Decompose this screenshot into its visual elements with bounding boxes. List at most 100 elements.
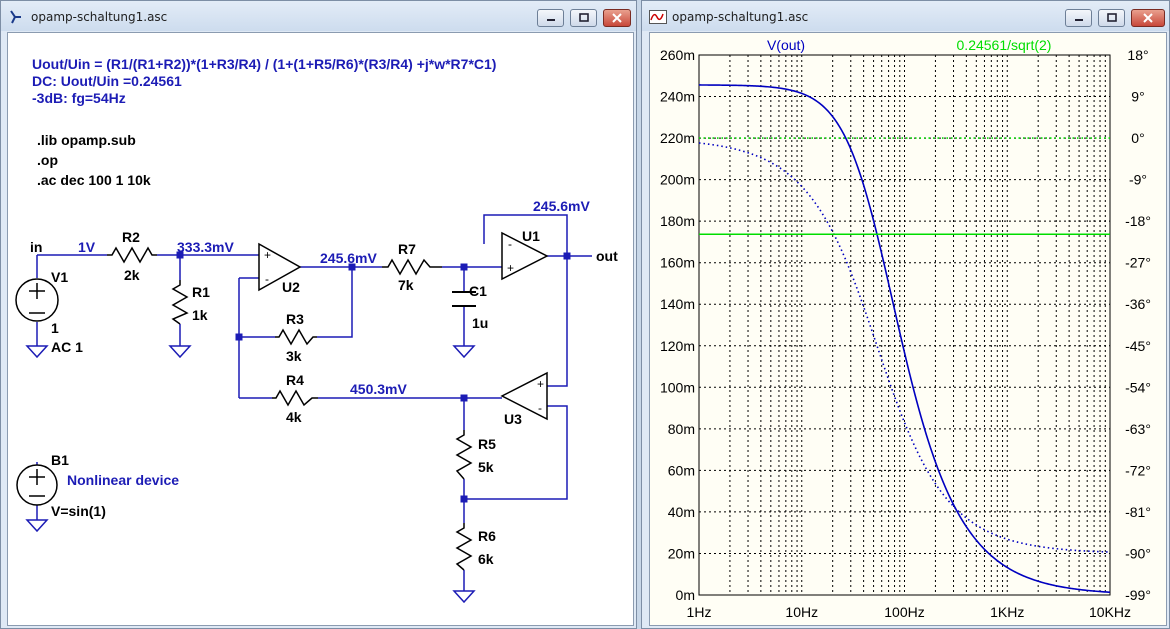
y2-tick-label: -72° xyxy=(1125,462,1151,478)
v1-ac-value[interactable]: AC 1 xyxy=(51,339,83,355)
r1-value[interactable]: 1k xyxy=(192,307,208,323)
op-directive[interactable]: .op xyxy=(37,152,58,168)
schematic-titlebar[interactable]: opamp-schaltung1.asc xyxy=(1,1,636,31)
resistor-r2-symbol[interactable] xyxy=(107,246,157,264)
r6-name[interactable]: R6 xyxy=(478,528,496,544)
op-voltage-u1-out: 245.6mV xyxy=(533,198,590,214)
r3-value[interactable]: 3k xyxy=(286,348,302,364)
r5-value[interactable]: 5k xyxy=(478,459,494,475)
b1-name[interactable]: B1 xyxy=(51,452,69,468)
resistor-r6-symbol[interactable] xyxy=(455,523,473,571)
y-tick-label: 240m xyxy=(660,89,695,105)
y-tick-label: 80m xyxy=(668,421,695,437)
y2-tick-label: -18° xyxy=(1125,213,1151,229)
r7-name[interactable]: R7 xyxy=(398,241,416,257)
resistor-r4-symbol[interactable] xyxy=(272,389,318,407)
y2-tick-label: 9° xyxy=(1131,89,1144,105)
ground-icon xyxy=(452,345,476,359)
maximize-icon xyxy=(1106,13,1117,22)
y2-tick-label: -90° xyxy=(1125,545,1151,561)
u3-name[interactable]: U3 xyxy=(504,411,522,427)
y2-tick-label: -27° xyxy=(1125,255,1151,271)
u1-minus-pin: - xyxy=(508,237,512,251)
y2-tick-label: -99° xyxy=(1125,587,1151,603)
y-tick-label: 160m xyxy=(660,255,695,271)
opamp-u1-symbol[interactable] xyxy=(501,231,549,281)
y-tick-label: 180m xyxy=(660,213,695,229)
junctions xyxy=(176,251,571,503)
maximize-icon xyxy=(578,13,589,22)
x-tick-label: 100Hz xyxy=(884,604,924,620)
ground-icon xyxy=(25,345,49,359)
op-voltage-r2-r1: 333.3mV xyxy=(177,239,234,255)
r4-name[interactable]: R4 xyxy=(286,372,304,388)
schematic-canvas[interactable]: Uout/Uin = (R1/(R1+R2))*(1+R3/R4) / (1+(… xyxy=(7,32,634,626)
dc-gain-directive[interactable]: DC: Uout/Uin =0.24561 xyxy=(32,73,182,89)
waveform-app-icon xyxy=(649,10,667,24)
trace-label-vout[interactable]: V(out) xyxy=(767,37,805,53)
cutoff-directive[interactable]: -3dB: fg=54Hz xyxy=(32,90,126,106)
resistor-r7-symbol[interactable] xyxy=(382,258,442,276)
r5-name[interactable]: R5 xyxy=(478,436,496,452)
ground-icon xyxy=(168,345,192,359)
r7-value[interactable]: 7k xyxy=(398,277,414,293)
y-tick-label: 40m xyxy=(668,504,695,520)
voltage-source-v1-symbol[interactable] xyxy=(15,278,59,322)
resistor-r1-symbol[interactable] xyxy=(171,280,189,325)
minimize-icon xyxy=(1074,19,1083,21)
v1-dc-value[interactable]: 1 xyxy=(51,320,59,336)
y2-tick-label: -45° xyxy=(1125,338,1151,354)
opamp-u2-symbol[interactable] xyxy=(258,242,302,292)
y-tick-label: 60m xyxy=(668,462,695,478)
opamp-u3-symbol[interactable] xyxy=(500,371,548,421)
schematic-window-title: opamp-schaltung1.asc xyxy=(31,10,168,24)
y2-tick-label: -63° xyxy=(1125,421,1151,437)
y-tick-label: 0m xyxy=(676,587,695,603)
net-label-out[interactable]: out xyxy=(596,248,618,264)
close-button[interactable] xyxy=(603,9,631,27)
lib-directive[interactable]: .lib opamp.sub xyxy=(37,132,136,148)
ac-directive[interactable]: .ac dec 100 1 10k xyxy=(37,172,151,188)
r6-value[interactable]: 6k xyxy=(478,551,494,567)
close-icon xyxy=(612,13,622,23)
r2-value[interactable]: 2k xyxy=(124,267,140,283)
capacitor-c1-symbol[interactable] xyxy=(452,291,476,307)
r3-name[interactable]: R3 xyxy=(286,311,304,327)
minimize-button[interactable] xyxy=(537,9,564,27)
waveform-window-title: opamp-schaltung1.asc xyxy=(672,10,809,24)
c1-value[interactable]: 1u xyxy=(472,315,488,331)
maximize-button[interactable] xyxy=(1098,9,1125,27)
y2-tick-label: -54° xyxy=(1125,379,1151,395)
resistor-r3-symbol[interactable] xyxy=(275,328,317,346)
waveform-titlebar[interactable]: opamp-schaltung1.asc xyxy=(642,1,1169,31)
trace-label-reference[interactable]: 0.24561/sqrt(2) xyxy=(957,37,1052,53)
v1-name[interactable]: V1 xyxy=(51,269,68,285)
op-voltage-u2-out: 245.6mV xyxy=(320,250,377,266)
maximize-button[interactable] xyxy=(570,9,597,27)
resistor-r5-symbol[interactable] xyxy=(455,430,473,480)
net-label-in[interactable]: in xyxy=(30,239,42,255)
b1-description[interactable]: Nonlinear device xyxy=(67,472,179,488)
close-button[interactable] xyxy=(1131,9,1165,27)
y2-tick-label: -36° xyxy=(1125,296,1151,312)
u2-name[interactable]: U2 xyxy=(282,279,300,295)
ground-icon xyxy=(25,519,49,533)
y-tick-label: 20m xyxy=(668,545,695,561)
r4-value[interactable]: 4k xyxy=(286,409,302,425)
u1-name[interactable]: U1 xyxy=(522,228,540,244)
behavioral-source-b1-symbol[interactable] xyxy=(16,464,58,506)
y-tick-label: 140m xyxy=(660,296,695,312)
c1-name[interactable]: C1 xyxy=(469,283,487,299)
trace-vout-magnitude xyxy=(698,84,1111,594)
bode-plot[interactable]: 0m20m40m60m80m100m120m140m160m180m200m22… xyxy=(650,33,1167,626)
b1-expression[interactable]: V=sin(1) xyxy=(51,503,106,519)
minimize-button[interactable] xyxy=(1065,9,1092,27)
r1-name[interactable]: R1 xyxy=(192,284,210,300)
ltspice-app-icon xyxy=(10,10,21,24)
y2-tick-label: 18° xyxy=(1127,47,1148,63)
transfer-function-directive[interactable]: Uout/Uin = (R1/(R1+R2))*(1+R3/R4) / (1+(… xyxy=(32,56,496,72)
r2-name[interactable]: R2 xyxy=(122,229,140,245)
plot-grid xyxy=(699,55,1110,595)
u3-minus-pin: - xyxy=(538,401,542,415)
